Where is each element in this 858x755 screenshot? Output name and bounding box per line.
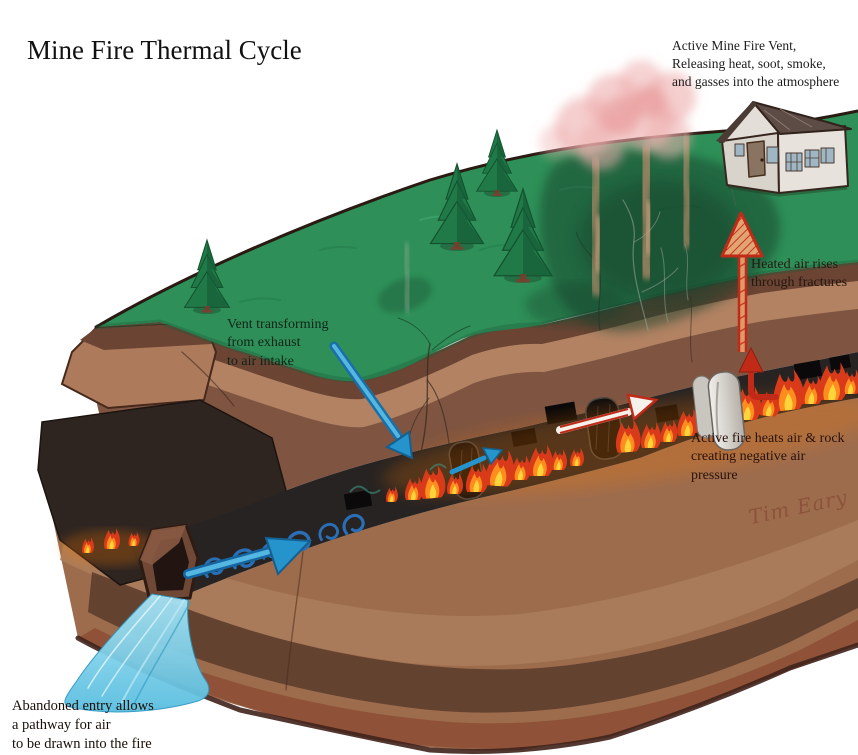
intake-air-arrow [183, 536, 313, 579]
heated-air-rise-arrow [720, 211, 764, 352]
house-ground-shadow [727, 185, 848, 197]
house-windows [734, 143, 835, 172]
label-vent-transforming: Vent transforming from exhaust to air in… [227, 317, 329, 369]
ribbon-flow-lines [87, 595, 191, 705]
smoke-plumes [401, 134, 695, 314]
roof-eave [716, 101, 757, 143]
label-active-fire-heats: Active fire heats air & rock creating ne… [691, 431, 845, 483]
house [716, 101, 852, 197]
label-heated-air-rises: Heated air rises through fractures [751, 257, 848, 291]
hot-air-bend-arrow [738, 346, 779, 400]
wavy-dark-bed [88, 572, 858, 713]
door-knob [760, 158, 764, 162]
vent-downdraft-arrow [329, 341, 414, 460]
evergreen-trees [184, 129, 553, 314]
intake-air-ribbon [64, 593, 210, 713]
label-active-mine-fire-vent: Active Mine Fire Vent, Releasing heat, s… [672, 38, 840, 89]
house-door [746, 140, 766, 178]
pink-smoke-cloud [539, 60, 696, 170]
seam-intake-arrow-small [449, 447, 504, 475]
wavy-tan-bed [60, 516, 858, 666]
chimney-shading [715, 381, 720, 443]
vent-chimneys [692, 371, 746, 451]
hot-air-seam-arrow [556, 393, 659, 434]
airflow-curls [201, 463, 447, 579]
mine-entry-portal [138, 523, 200, 603]
house-roof [752, 101, 852, 135]
label-abandoned-entry: Abandoned entry allows a pathway for air… [12, 698, 154, 753]
lower-rock-block [48, 398, 858, 754]
roof-streaks [763, 108, 813, 131]
page-title: Mine Fire Thermal Cycle [27, 35, 302, 65]
cliff-step-cap [80, 323, 212, 350]
